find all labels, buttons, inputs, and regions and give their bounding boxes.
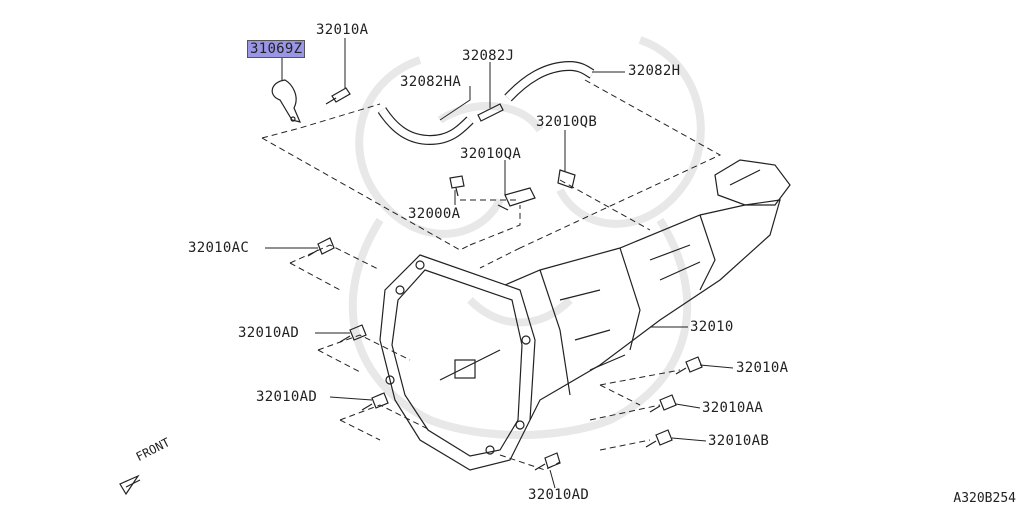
callout-32010a-top[interactable]: 32010A xyxy=(316,22,369,38)
bolt-32010aa xyxy=(649,394,677,413)
bolt-32000a xyxy=(449,175,465,197)
front-arrow-icon xyxy=(119,474,141,496)
callout-32010a-right[interactable]: 32010A xyxy=(736,360,789,376)
clip-32010qa xyxy=(497,187,536,211)
callout-31069z[interactable]: 31069Z xyxy=(247,40,306,58)
bolt-32010a-right xyxy=(675,356,703,375)
callout-32010ad-3[interactable]: 32010AD xyxy=(528,487,590,503)
callout-32010qa[interactable]: 32010QA xyxy=(460,146,522,162)
bolt-32010ad-1 xyxy=(339,324,367,343)
reference-code: A320B254 xyxy=(953,491,1016,506)
bolt-32010ad-2 xyxy=(361,392,389,411)
hose-32082h xyxy=(504,60,595,102)
callout-32010ac[interactable]: 32010AC xyxy=(188,240,250,256)
clip-32010qb xyxy=(557,169,576,189)
callout-32010[interactable]: 32010 xyxy=(690,319,734,335)
leader-lines xyxy=(265,38,734,489)
callout-32010ad-1[interactable]: 32010AD xyxy=(238,325,300,341)
transmission-assembly xyxy=(379,159,791,471)
callout-32082ha[interactable]: 32082HA xyxy=(400,74,462,90)
callout-32000a[interactable]: 32000A xyxy=(408,206,461,222)
callout-32010ad-2[interactable]: 32010AD xyxy=(256,389,318,405)
bolt-32010ab xyxy=(645,429,673,448)
bracket-part xyxy=(271,79,302,123)
dashed-assembly-lines xyxy=(261,79,722,471)
callout-32010ab[interactable]: 32010AB xyxy=(708,433,770,449)
callout-32082j[interactable]: 32082J xyxy=(462,48,515,64)
hose-32082ha xyxy=(377,107,474,146)
callout-32010aa[interactable]: 32010AA xyxy=(702,400,764,416)
callout-32082h[interactable]: 32082H xyxy=(628,63,681,79)
bolt-32010ac xyxy=(307,237,335,257)
watermark-logo xyxy=(348,36,705,439)
bolt-32010a-top xyxy=(325,87,351,105)
connector-32082j xyxy=(477,103,504,122)
bolt-32010ad-3 xyxy=(534,452,561,471)
callout-32010qb[interactable]: 32010QB xyxy=(536,114,598,130)
